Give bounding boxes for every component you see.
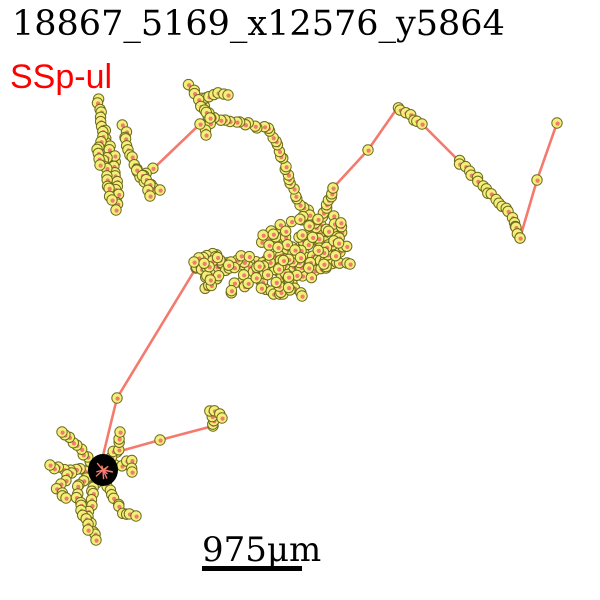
soma-neurite bbox=[95, 469, 104, 477]
trace-node bbox=[312, 244, 324, 256]
trace-node bbox=[282, 271, 295, 283]
trace-node bbox=[130, 510, 142, 522]
trace-node bbox=[243, 250, 255, 263]
trace-node bbox=[416, 118, 428, 130]
trace-node bbox=[188, 256, 200, 268]
image-title: 18867_5169_x12576_y5864 bbox=[12, 4, 505, 44]
soma-neurite bbox=[102, 469, 105, 480]
trace-node bbox=[267, 228, 279, 240]
trace-node bbox=[277, 254, 290, 267]
trace-node bbox=[531, 174, 543, 186]
trace-node bbox=[111, 392, 123, 404]
trace-node bbox=[344, 258, 356, 270]
trace-node bbox=[212, 269, 225, 282]
trace-node bbox=[303, 220, 315, 232]
trace-node bbox=[216, 412, 228, 424]
trace-node bbox=[318, 258, 330, 270]
trace-node bbox=[294, 213, 306, 225]
trace-node bbox=[144, 190, 156, 202]
trace-node bbox=[211, 251, 224, 264]
soma-neurite bbox=[102, 469, 114, 473]
trace-node bbox=[60, 492, 72, 504]
trace-node bbox=[263, 239, 275, 251]
soma-neurite bbox=[101, 467, 104, 471]
trace-node bbox=[270, 276, 282, 289]
trace-node bbox=[282, 281, 295, 294]
trace-node bbox=[261, 268, 274, 281]
trace-node bbox=[257, 229, 269, 241]
trace-node bbox=[289, 244, 301, 256]
trace-node bbox=[322, 225, 335, 237]
trace-node bbox=[90, 534, 102, 546]
trace-node bbox=[250, 272, 262, 284]
trace-node bbox=[332, 237, 345, 249]
trace-node bbox=[296, 229, 308, 241]
trace-node bbox=[242, 277, 254, 290]
trace-node bbox=[222, 259, 235, 271]
trace-node bbox=[279, 225, 292, 237]
trace-node bbox=[225, 284, 238, 297]
trace-node bbox=[222, 89, 234, 101]
trace-node bbox=[362, 144, 374, 156]
trace-node bbox=[94, 159, 106, 171]
trace-node bbox=[56, 426, 68, 438]
trace-node bbox=[154, 184, 166, 196]
trace-node bbox=[126, 466, 138, 478]
trace-node bbox=[82, 524, 94, 536]
trace-node bbox=[294, 251, 307, 264]
trace-node bbox=[204, 112, 216, 124]
trace-node bbox=[305, 271, 318, 284]
region-label: SSp-ul bbox=[10, 58, 113, 96]
trace-node bbox=[302, 262, 315, 274]
trace-node bbox=[272, 241, 284, 254]
trace-node bbox=[335, 217, 347, 229]
trace-node bbox=[514, 232, 526, 244]
trace-node bbox=[200, 129, 212, 141]
trace-node bbox=[198, 257, 210, 270]
trace-node bbox=[114, 426, 126, 438]
soma-neurite bbox=[102, 465, 109, 471]
trace-node bbox=[253, 260, 265, 272]
trace-node bbox=[194, 118, 206, 130]
node-layer bbox=[44, 78, 563, 546]
trace-node bbox=[44, 459, 56, 471]
trace-node bbox=[263, 249, 275, 261]
scale-bar-label: 975μm bbox=[202, 530, 322, 570]
scale-bar bbox=[202, 566, 302, 571]
trace-node bbox=[306, 231, 319, 244]
trace-node bbox=[154, 434, 166, 446]
trace-node bbox=[296, 290, 308, 302]
trace-node bbox=[312, 213, 324, 226]
trace-node bbox=[204, 274, 216, 286]
trace-node bbox=[237, 269, 250, 281]
trace-node bbox=[106, 194, 118, 206]
trace-node bbox=[255, 282, 268, 294]
trace-node bbox=[272, 263, 285, 275]
trace-node bbox=[110, 204, 122, 216]
trace-node bbox=[327, 182, 339, 194]
trace-node bbox=[329, 249, 342, 262]
trace-node bbox=[551, 117, 563, 129]
